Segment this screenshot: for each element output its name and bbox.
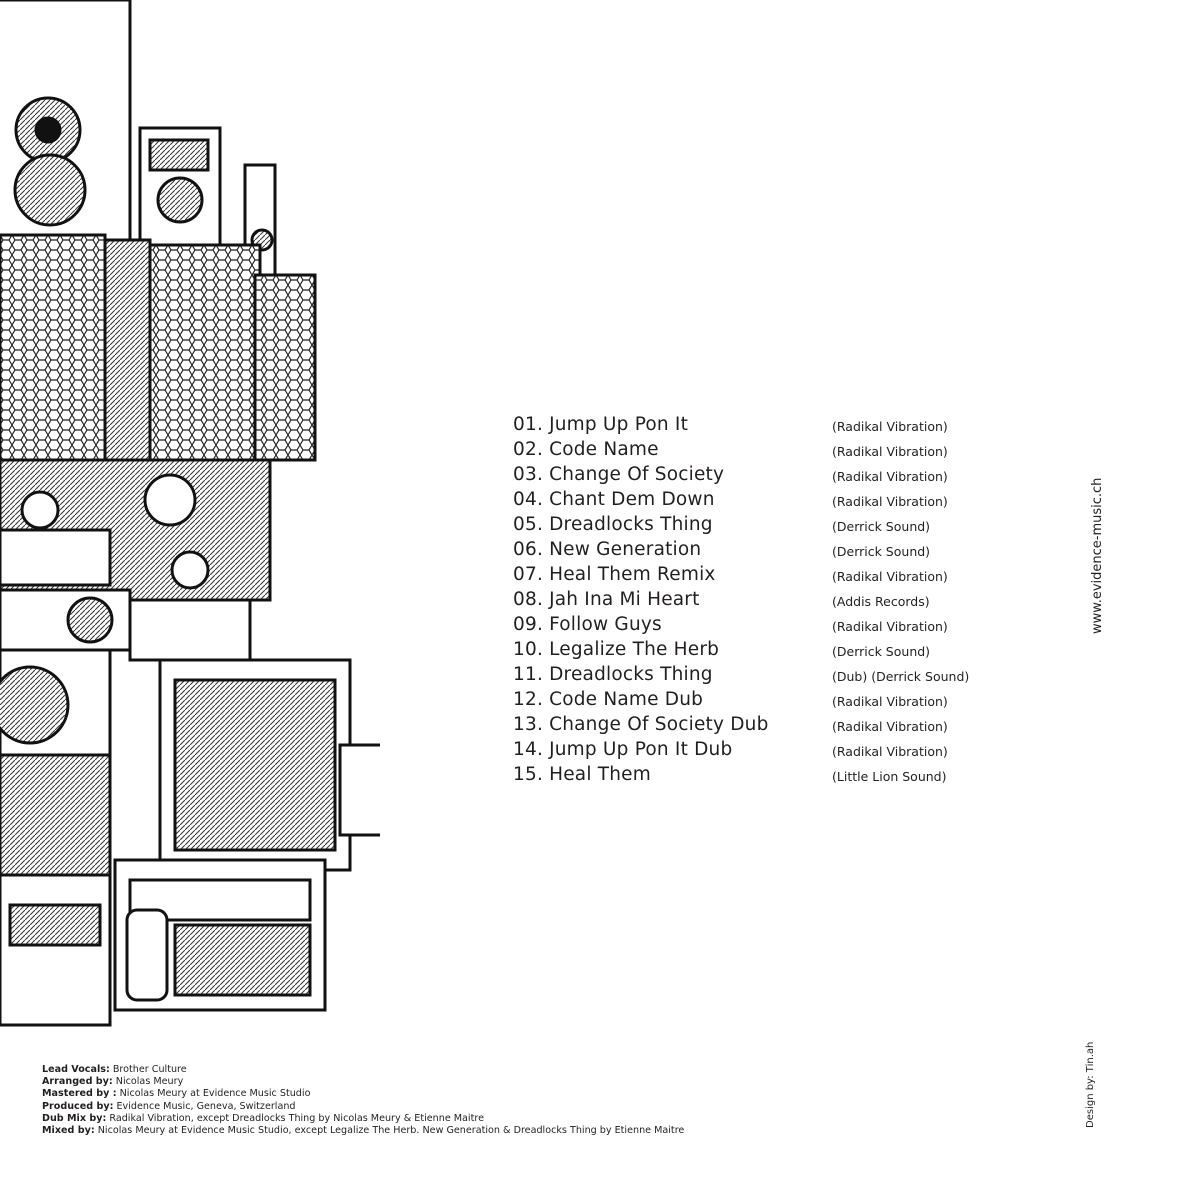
credit-value: Nicolas Meury at Evidence Music Studio, … [94, 1125, 685, 1137]
website-url: www.evidence-music.ch [1090, 477, 1105, 634]
track-row: 07. Heal Them Remix (Radikal Vibration) [513, 564, 983, 589]
track-source: (Radikal Vibration) [832, 469, 948, 484]
track-row: 15. Heal Them (Little Lion Sound) [513, 764, 983, 789]
track-title: 01. Jump Up Pon It [513, 414, 689, 435]
credit-label: Dub Mix by: [42, 1112, 107, 1124]
credit-value: Radikal Vibration, except Dreadlocks Thi… [106, 1112, 484, 1124]
track-row: 10. Legalize The Herb (Derrick Sound) [513, 639, 983, 664]
track-title: 06. New Generation [513, 539, 702, 560]
track-source: (Derrick Sound) [832, 544, 931, 559]
credit-line: Lead Vocals: Brother Culture [42, 1064, 684, 1076]
track-title: 07. Heal Them Remix [513, 564, 716, 585]
track-source: (Derrick Sound) [832, 519, 931, 534]
credit-line: Dub Mix by: Radikal Vibration, except Dr… [42, 1113, 684, 1125]
track-source: (Radikal Vibration) [832, 494, 948, 509]
credit-line: Produced by: Evidence Music, Geneva, Swi… [42, 1101, 684, 1113]
track-source: (Derrick Sound) [832, 644, 931, 659]
credit-line: Arranged by: Nicolas Meury [42, 1076, 684, 1088]
track-source: (Radikal Vibration) [832, 569, 948, 584]
track-title: 15. Heal Them [513, 764, 651, 785]
credit-line: Mixed by: Nicolas Meury at Evidence Musi… [42, 1125, 684, 1137]
track-row: 12. Code Name Dub (Radikal Vibration) [513, 689, 983, 714]
track-title: 10. Legalize The Herb [513, 639, 720, 660]
credit-label: Mastered by : [42, 1088, 117, 1100]
track-row: 11. Dreadlocks Thing (Dub) (Derrick Sound… [513, 664, 983, 689]
track-source: (Addis Records) [832, 594, 930, 609]
track-row: 06. New Generation (Derrick Sound) [513, 539, 983, 564]
track-source: (Dub) (Derrick Sound) [832, 669, 970, 684]
track-title: 03. Change Of Society [513, 464, 725, 485]
track-row: 04. Chant Dem Down (Radikal Vibration) [513, 489, 983, 514]
track-source: (Radikal Vibration) [832, 744, 948, 759]
track-row: 08. Jah Ina Mi Heart (Addis Records) [513, 589, 983, 614]
credit-label: Lead Vocals: [42, 1064, 110, 1075]
credit-label: Produced by: [42, 1100, 114, 1112]
track-title: 14. Jump Up Pon It Dub [513, 739, 733, 760]
track-source: (Radikal Vibration) [832, 419, 948, 434]
design-credit: Design by: Tin.ah [1085, 1041, 1096, 1128]
track-title: 05. Dreadlocks Thing [513, 514, 713, 535]
track-title: 13. Change Of Society Dub [513, 714, 769, 735]
credit-label: Arranged by: [42, 1076, 113, 1088]
track-source: (Radikal Vibration) [832, 694, 948, 709]
credit-line: Mastered by : Nicolas Meury at Evidence … [42, 1088, 684, 1100]
track-source: (Radikal Vibration) [832, 619, 948, 634]
track-title: 09. Follow Guys [513, 614, 662, 635]
track-row: 01. Jump Up Pon It (Radikal Vibration) [513, 414, 983, 439]
track-row: 13. Change Of Society Dub (Radikal Vibrat… [513, 714, 983, 739]
track-title: 11. Dreadlocks Thing [513, 664, 713, 685]
track-source: (Radikal Vibration) [832, 444, 948, 459]
track-row: 09. Follow Guys (Radikal Vibration) [513, 614, 983, 639]
track-row: 14. Jump Up Pon It Dub (Radikal Vibration… [513, 739, 983, 764]
track-row: 03. Change Of Society (Radikal Vibration) [513, 464, 983, 489]
track-title: 04. Chant Dem Down [513, 489, 715, 510]
track-source: (Little Lion Sound) [832, 769, 947, 784]
track-row: 02. Code Name (Radikal Vibration) [513, 439, 983, 464]
track-title: 08. Jah Ina Mi Heart [513, 589, 700, 610]
track-title: 12. Code Name Dub [513, 689, 704, 710]
track-row: 05. Dreadlocks Thing (Derrick Sound) [513, 514, 983, 539]
credit-value: Brother Culture [109, 1064, 187, 1075]
credit-value: Nicolas Meury at Evidence Music Studio [116, 1088, 311, 1100]
credit-value: Nicolas Meury [112, 1076, 184, 1088]
tracklist: 01. Jump Up Pon It(Radikal Vibration)02.… [513, 414, 983, 789]
track-source: (Radikal Vibration) [832, 719, 948, 734]
track-title: 02. Code Name [513, 439, 659, 460]
credit-label: Mixed by: [42, 1125, 95, 1137]
credit-value: Evidence Music, Geneva, Switzerland [113, 1100, 296, 1112]
sound-system-illustration [0, 0, 380, 1027]
